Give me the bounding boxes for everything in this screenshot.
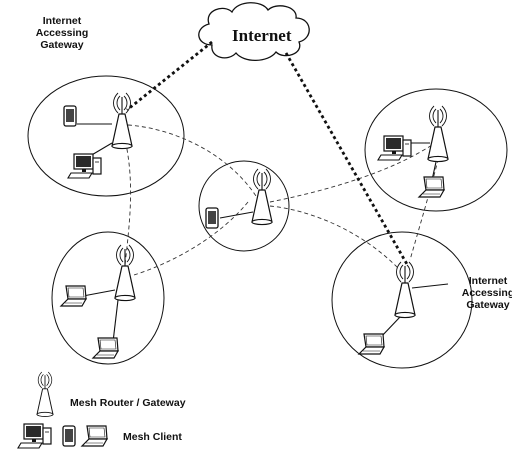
legend-router-label: Mesh Router / Gateway — [70, 397, 186, 409]
mesh-link — [409, 151, 441, 261]
laptop-icon — [92, 337, 119, 359]
gateway-label-right: Internet Accessing Gateway — [452, 275, 512, 311]
mesh-link — [269, 205, 399, 269]
internet-uplink — [126, 40, 213, 112]
gateway-label-left: Internet Accessing Gateway — [20, 15, 104, 51]
mesh-link — [133, 201, 249, 276]
gateway-label-line: Internet — [468, 275, 508, 287]
cluster-bottom-right — [331, 231, 473, 369]
mesh-link — [127, 124, 257, 197]
router-icon — [427, 105, 449, 163]
router-icon — [111, 92, 133, 150]
router-icon — [114, 244, 136, 302]
gateway-label-line: Accessing — [35, 27, 89, 39]
legend-tablet-icon — [62, 425, 76, 447]
cluster-top-left — [27, 75, 185, 197]
desktop-pc-icon — [377, 135, 412, 161]
mesh-link — [123, 134, 132, 266]
internet-uplink — [284, 52, 410, 267]
legend-client-label: Mesh Client — [123, 431, 182, 443]
cloud-label: Internet — [232, 26, 292, 45]
cloud-icon — [198, 2, 310, 62]
cluster-top-right — [364, 88, 508, 212]
legend-desktop-pc-icon — [17, 423, 52, 449]
legend-router-icon — [36, 371, 54, 417]
cluster-center — [198, 160, 290, 252]
desktop-pc-icon — [67, 153, 102, 179]
tablet-icon — [205, 207, 219, 229]
laptop-icon — [60, 285, 87, 307]
tablet-icon — [63, 105, 77, 127]
laptop-icon — [418, 176, 445, 198]
laptop-icon — [358, 333, 385, 355]
gateway-label-line: Internet — [42, 15, 82, 27]
gateway-label-line: Gateway — [466, 299, 510, 311]
router-icon — [251, 168, 273, 226]
gateway-label-line: Gateway — [40, 39, 84, 51]
gateway-label-line: Accessing — [461, 287, 512, 299]
cluster-bottom-left — [51, 231, 165, 365]
mesh-link — [269, 144, 433, 203]
legend-laptop-icon — [81, 425, 108, 447]
router-icon — [394, 261, 416, 319]
